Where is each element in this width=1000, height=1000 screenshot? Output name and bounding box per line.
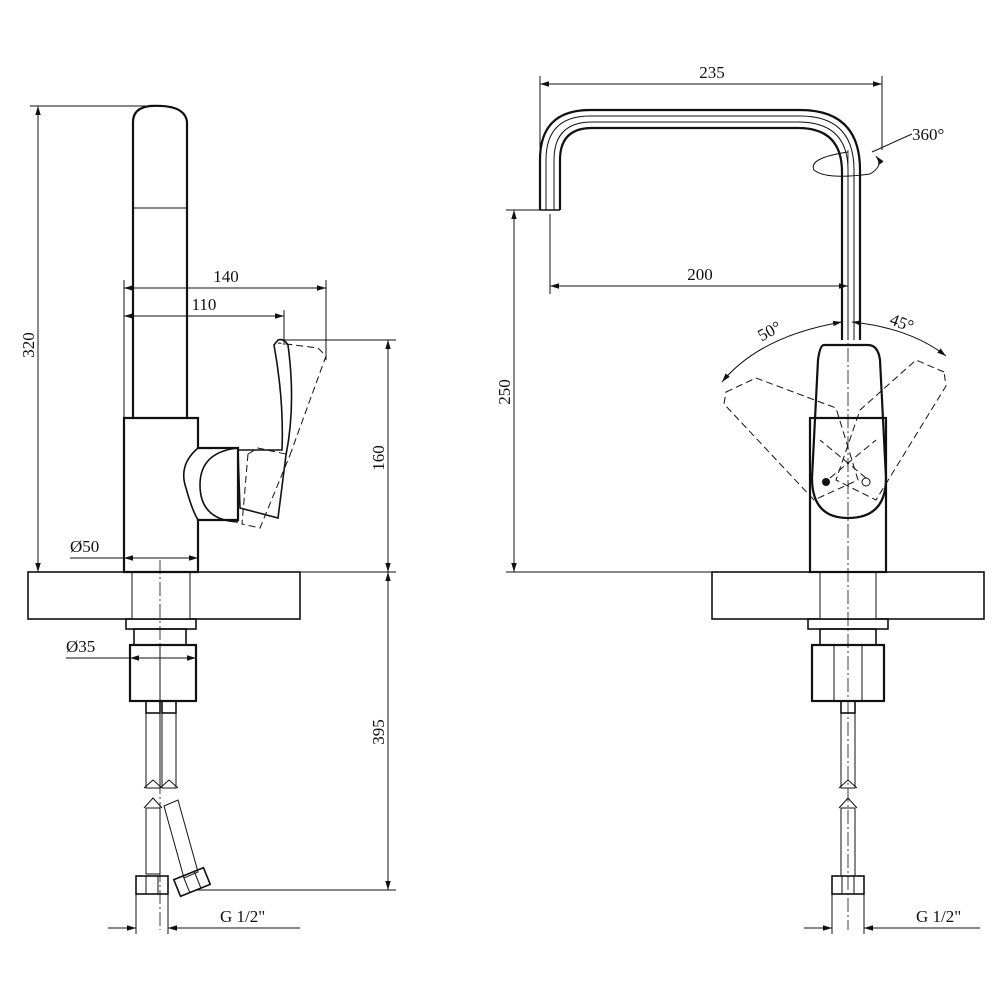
dim-hose-length-label: 395 (369, 719, 388, 745)
dim-thread-side: G 1/2" (108, 894, 300, 934)
dim-reach-outer-label: 140 (213, 267, 239, 286)
side-lever (237, 338, 327, 529)
dim-reach-inner: 110 (124, 295, 285, 418)
swivel-indicator: 360° (812, 125, 944, 177)
dim-body-diameter-label: Ø50 (70, 537, 99, 556)
dim-lever-height: 160 (280, 339, 396, 573)
front-view: 360° 50° 45° 235 (495, 63, 985, 934)
dim-height-total-label: 320 (19, 332, 38, 358)
dim-thread-side-label: G 1/2" (220, 907, 265, 926)
front-lever-ghosts (723, 359, 947, 501)
front-hose (831, 712, 865, 895)
dim-outlet-height-label: 250 (495, 379, 514, 405)
dim-outlet-reach: 200 (549, 214, 848, 294)
swivel-angle-label: 360° (912, 125, 944, 144)
front-spout (538, 108, 862, 340)
side-mount-assembly (125, 618, 198, 714)
dim-height-total: 320 (19, 105, 150, 573)
dim-thread-front: G 1/2" (804, 894, 980, 934)
side-view: 320 140 110 160 Ø50 (19, 104, 396, 934)
dim-outlet-height: 250 (495, 209, 712, 573)
dim-mount-diameter-label: Ø35 (66, 637, 95, 656)
dim-lever-height-label: 160 (369, 445, 388, 471)
side-countertop (27, 571, 301, 620)
dim-thread-front-label: G 1/2" (916, 907, 961, 926)
dim-spout-reach-label: 235 (699, 63, 725, 82)
lever-angle-left-label: 50° (754, 317, 784, 345)
dim-spout-reach: 235 (539, 63, 883, 200)
side-spout-tube (131, 104, 189, 418)
lever-angle-right-label: 45° (887, 310, 916, 336)
side-faucet-body (122, 416, 240, 574)
dim-mount-diameter: Ø35 (66, 637, 196, 661)
dim-hose-length: 395 (196, 571, 396, 891)
dim-reach-inner-label: 110 (192, 295, 217, 314)
side-hoses (135, 712, 212, 898)
dim-outlet-reach-label: 200 (687, 265, 713, 284)
dim-reach-outer: 140 (123, 267, 327, 418)
dim-body-diameter: Ø50 (70, 537, 198, 561)
